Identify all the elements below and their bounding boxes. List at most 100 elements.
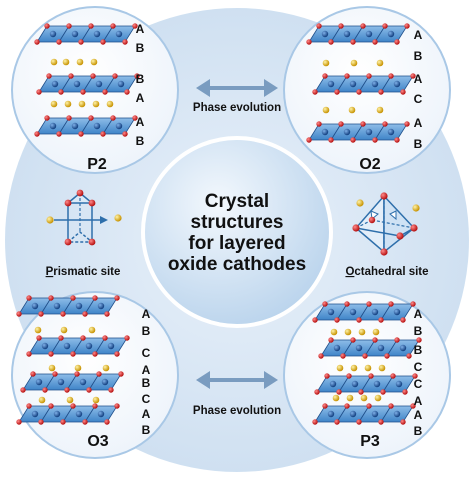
alkali-ion xyxy=(50,58,58,66)
alkali-ion xyxy=(372,328,380,336)
transition-metal-ion xyxy=(115,30,123,38)
oxygen-ion xyxy=(356,419,362,425)
oxygen-ion xyxy=(114,403,120,409)
oxygen-ion xyxy=(58,89,64,95)
p2-structure xyxy=(34,23,140,137)
oxygen-ion xyxy=(34,39,40,45)
p3-label: P3 xyxy=(360,433,380,450)
alkali-ion xyxy=(348,106,356,114)
transition-metal-slab xyxy=(318,337,422,359)
oxygen-ion xyxy=(344,73,350,79)
transition-metal-ion xyxy=(71,30,79,38)
transition-metal-ion xyxy=(387,128,395,136)
oxygen-ion xyxy=(36,89,42,95)
alkali-ion xyxy=(74,364,82,372)
oxygen-ion xyxy=(312,317,318,323)
alkali-ion xyxy=(322,59,330,67)
oxygen-ion xyxy=(322,301,328,307)
oxygen-ion xyxy=(66,23,72,29)
transition-metal-ion xyxy=(75,410,83,418)
transition-metal-ion xyxy=(351,380,359,388)
p3-stacking-letter: C xyxy=(414,360,423,374)
oxygen-ion xyxy=(74,371,80,377)
o3-stacking-letter: B xyxy=(142,423,151,437)
transition-metal-ion xyxy=(393,80,401,88)
oxygen-ion xyxy=(42,387,48,393)
transition-metal-slab xyxy=(26,335,130,357)
oxygen-ion xyxy=(338,23,344,29)
transition-metal-ion xyxy=(97,302,105,310)
oxygen-ion xyxy=(112,73,118,79)
oxygen-ion xyxy=(312,89,318,95)
oxygen-ion xyxy=(82,419,88,425)
oxygen-ion xyxy=(56,39,62,45)
center-circle xyxy=(141,136,333,328)
alkali-ion xyxy=(358,328,366,336)
oxygen-ion xyxy=(416,337,422,343)
oxygen-ion xyxy=(38,311,44,317)
transition-metal-ion xyxy=(371,80,379,88)
oxygen-ion xyxy=(390,373,396,379)
alkali-ion xyxy=(62,58,70,66)
oxygen-ion xyxy=(80,335,86,341)
p2-stacking-letter: A xyxy=(136,115,145,129)
transition-metal-ion xyxy=(49,122,57,130)
oxygen-ion xyxy=(338,121,344,127)
alkali-ion xyxy=(102,364,110,372)
p3-stacking-letter: A xyxy=(414,408,423,422)
oxygen-ion xyxy=(66,115,72,121)
p2-stacking-letter: A xyxy=(136,91,145,105)
oxygen-ion xyxy=(368,373,374,379)
bottom-phase-evolution-label: Phase evolution xyxy=(193,405,281,417)
oxygen-ion xyxy=(44,115,50,121)
oxygen-ion xyxy=(378,419,384,425)
o3-stacking-letter: B xyxy=(142,324,151,338)
oxygen-ion xyxy=(90,73,96,79)
transition-metal-ion xyxy=(93,122,101,130)
o2-stacking-letter: B xyxy=(414,49,423,63)
oxygen-ion xyxy=(122,131,128,137)
oxygen-ion xyxy=(372,39,378,45)
o2-stacking-letter: B xyxy=(414,137,423,151)
oxygen-ion xyxy=(382,121,388,127)
transition-metal-slab xyxy=(312,73,416,95)
oxygen-ion xyxy=(404,23,410,29)
oxygen-ion xyxy=(350,337,356,343)
oxygen-ion xyxy=(378,89,384,95)
oxygen-ion xyxy=(118,371,124,377)
o3-label: O3 xyxy=(87,433,108,450)
oxygen-ion xyxy=(322,73,328,79)
p2-stacking-letter: A xyxy=(136,22,145,36)
transition-metal-ion xyxy=(31,410,39,418)
transition-metal-ion xyxy=(321,30,329,38)
oxygen-ion xyxy=(316,121,322,127)
oxygen-ion xyxy=(132,115,138,121)
oxygen-ion xyxy=(36,335,42,341)
transition-metal-slab xyxy=(306,121,410,143)
top-double-arrow-icon xyxy=(196,79,278,97)
p3-stacking-letter: B xyxy=(414,343,423,357)
oxygen-ion xyxy=(110,23,116,29)
o3-stacking-letter: C xyxy=(142,392,151,406)
oxygen-ion xyxy=(334,317,340,323)
alkali-ion xyxy=(336,364,344,372)
transition-metal-ion xyxy=(365,128,373,136)
o2-stacking-letter: A xyxy=(414,72,423,86)
oxygen-ion xyxy=(400,89,406,95)
alkali-ion xyxy=(364,364,372,372)
oxygen-ion xyxy=(344,301,350,307)
p3-stacking-letter: A xyxy=(414,307,423,321)
transition-metal-ion xyxy=(71,122,79,130)
alkali-ion xyxy=(376,59,384,67)
oxygen-ion xyxy=(314,389,320,395)
oxygen-ion xyxy=(70,403,76,409)
o2-stacking-letter: A xyxy=(414,116,423,130)
oxygen-ion xyxy=(322,403,328,409)
transition-metal-ion xyxy=(371,308,379,316)
transition-metal-ion xyxy=(377,344,385,352)
oxygen-ion xyxy=(56,131,62,137)
transition-metal-slab xyxy=(36,73,140,95)
oxygen-ion xyxy=(134,73,140,79)
transition-metal-ion xyxy=(343,128,351,136)
prismatic-site-label: Prismatic site xyxy=(46,266,121,278)
